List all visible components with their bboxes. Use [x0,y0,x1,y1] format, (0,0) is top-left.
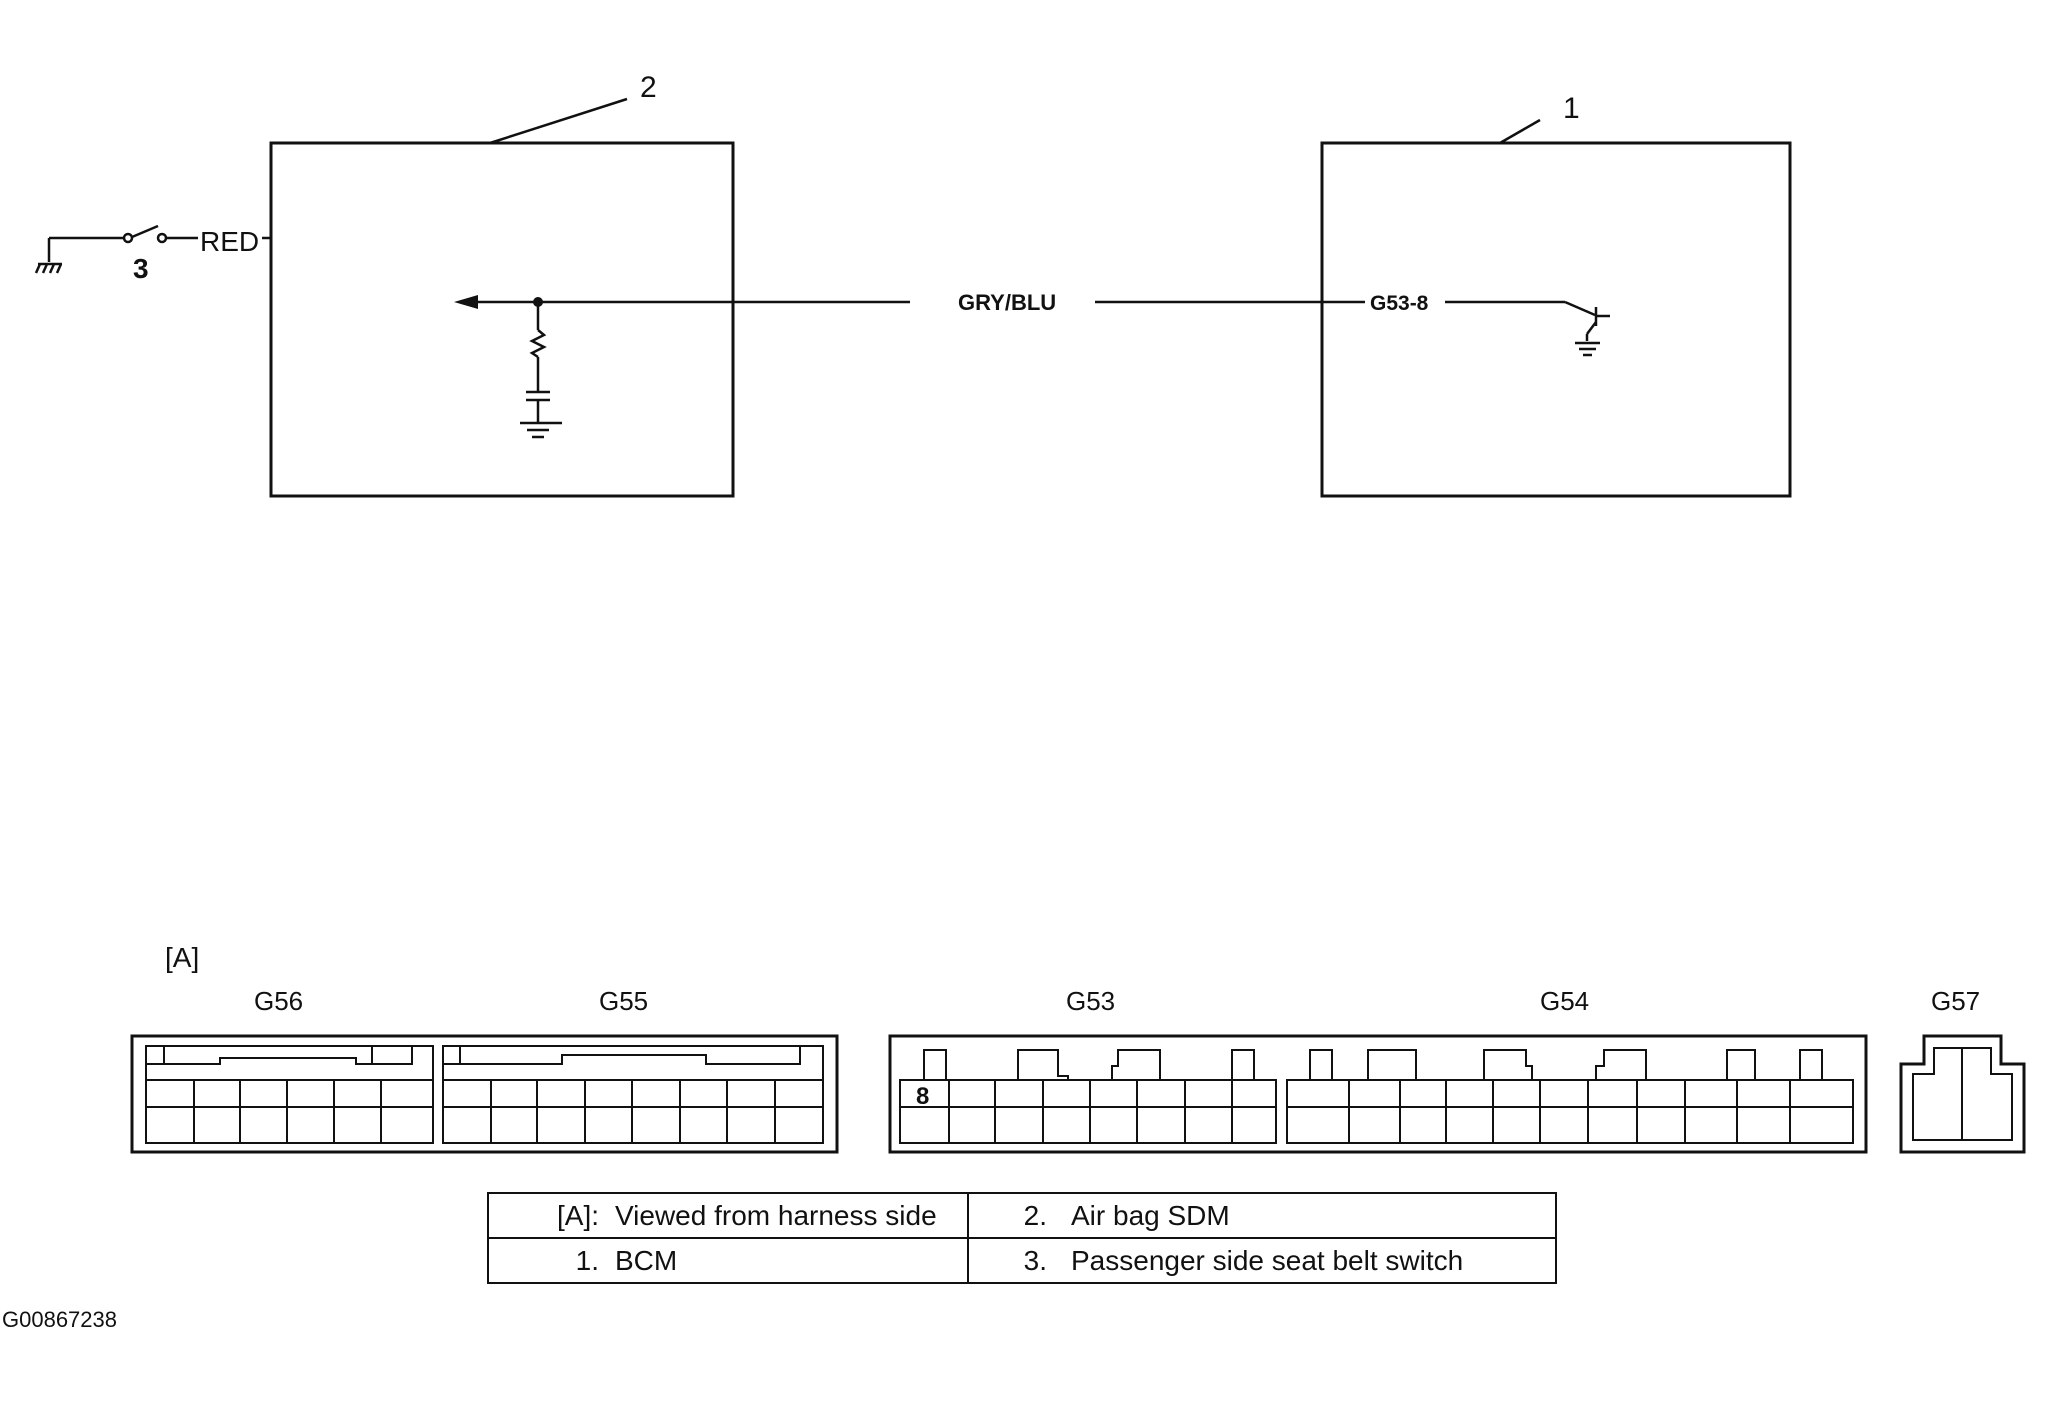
legend-text: Air bag SDM [1071,1199,1230,1231]
junction-dot [533,297,543,307]
legend-cell: 1. BCM [487,1237,969,1284]
connector-label-g56: G56 [254,986,303,1016]
switch-ground-icon [34,262,63,274]
legend-row: [A]: Viewed from harness side 2. Air bag S… [487,1192,1557,1239]
bcm-ground-icon [1575,341,1600,357]
sdm-box [269,141,735,498]
legend-index: 3. [1023,1244,1047,1276]
bcm-transistor [1564,300,1610,341]
sdm-ground-icon [520,421,562,439]
legend-index: 1. [575,1244,599,1276]
callout-1: 1 [1563,92,1580,125]
arrow-head-icon [454,295,478,309]
connector-label-g53: G53 [1066,986,1115,1016]
terminal-label-g53-8: G53-8 [1370,292,1429,315]
legend-text: BCM [615,1244,678,1276]
legend-text: Passenger side seat belt switch [1071,1244,1464,1276]
connector-g55-face [442,1045,824,1144]
connector-g54-face [1286,1049,1854,1144]
legend-table: [A]: Viewed from harness side 2. Air bag S… [487,1192,1557,1284]
sdm-leader-line [489,97,628,145]
callout-3: 3 [133,253,149,284]
connector-g56-face [145,1045,434,1144]
legend-cell: 3. Passenger side seat belt switch [967,1237,1557,1284]
connector-g56-g55-housing [130,1034,839,1154]
connector-g53-face [899,1049,1277,1144]
connector-view-label: [A] [165,942,199,973]
bcm-leader-line [1499,118,1541,145]
connector-g57 [1899,1034,2026,1154]
legend-cell: 2. Air bag SDM [967,1192,1557,1239]
bcm-box [1320,141,1792,498]
legend-index: [A]: [556,1199,599,1231]
sdm-resistor-capacitor [526,302,550,423]
pin-label-8: 8 [916,1083,929,1110]
connector-g53-g54-housing [888,1034,1868,1154]
legend-cell: [A]: Viewed from harness side [487,1192,969,1239]
wire-label-red: RED [200,226,259,257]
legend-row: 1. BCM 3. Passenger side seat belt switch [487,1237,1557,1284]
connector-label-g54: G54 [1540,986,1589,1016]
legend-index: 2. [1023,1199,1047,1231]
wire-label-gry-blu: GRY/BLU [958,290,1056,315]
callout-2: 2 [640,71,657,104]
legend-text: Viewed from harness side [615,1199,937,1231]
connector-label-g55: G55 [599,986,648,1016]
seat-belt-switch [47,224,271,262]
figure-id: G00867238 [2,1307,117,1332]
connector-label-g57: G57 [1931,986,1980,1016]
